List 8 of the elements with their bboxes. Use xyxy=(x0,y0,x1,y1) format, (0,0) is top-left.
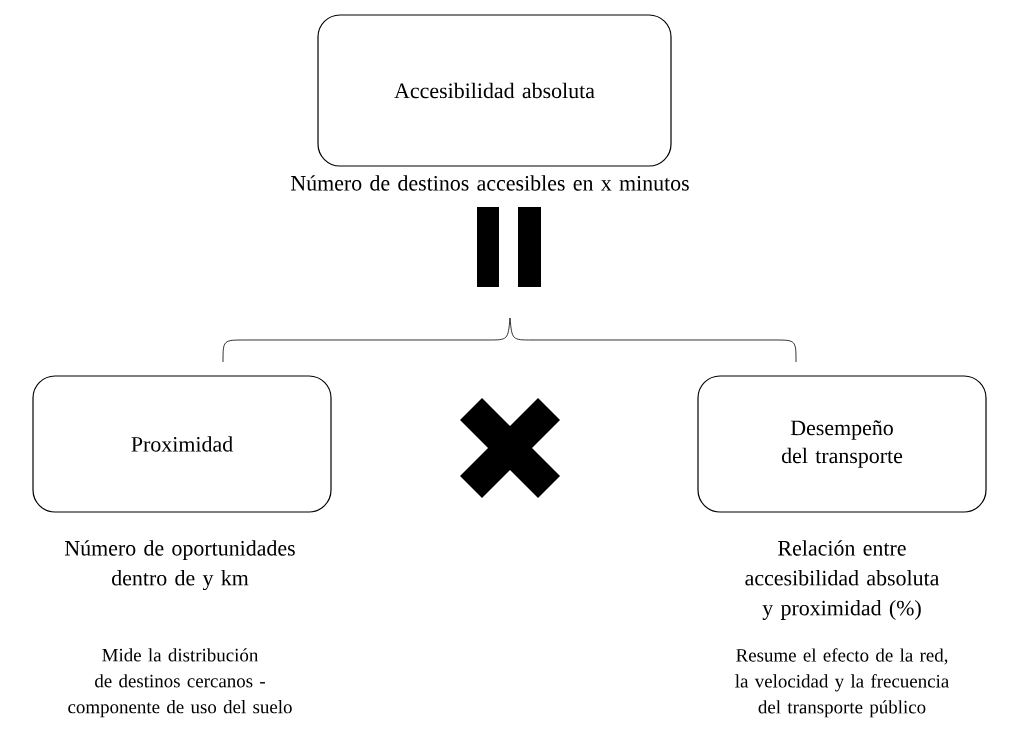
caption-text: Resume el efecto de la red, la velocidad y la frecuencia del transporte público xyxy=(735,648,949,718)
caption-text: Número de destinos accesibles en x minutos xyxy=(291,175,689,191)
caption-text: Número de oportunidades dentro de y km xyxy=(65,540,295,591)
rounded-box: Desempeño del transporte xyxy=(697,375,987,513)
caption-text: Relación entre accesibilidad absoluta y proximidad (%) xyxy=(745,540,940,620)
rounded-box: Proximidad xyxy=(32,375,332,513)
rounded-box: Accesibilidad absoluta xyxy=(317,14,672,167)
caption-text: Mide la distribución de destinos cercanos - componente de uso del suelo xyxy=(68,648,292,718)
